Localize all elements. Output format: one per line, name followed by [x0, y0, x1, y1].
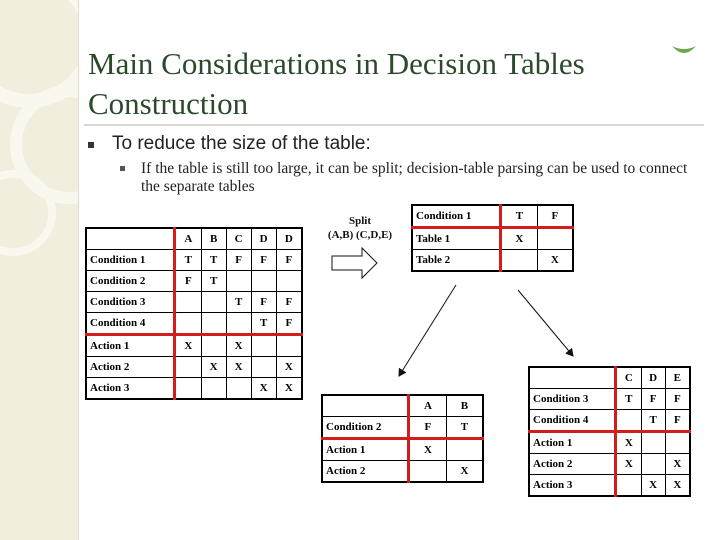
- title-line-2: Construction: [88, 86, 249, 121]
- row-label: Condition 1: [85, 249, 176, 271]
- row-label: Action 2: [528, 453, 617, 475]
- table-cell: X: [640, 474, 666, 497]
- arrow-to-table-cde-icon: [517, 289, 574, 357]
- bullet-text: If the table is still too large, it can …: [141, 160, 688, 195]
- table-cell: X: [664, 474, 691, 497]
- row-label: Condition 1: [411, 204, 502, 229]
- table-cell: F: [408, 416, 447, 440]
- table-cell: [500, 249, 538, 272]
- bullet-square-icon: [120, 166, 125, 171]
- table-cell: [536, 227, 574, 250]
- decorative-sidebar: [0, 0, 79, 540]
- table-cell: X: [408, 438, 447, 461]
- row-label: Action 2: [85, 356, 176, 378]
- table-cell: X: [536, 249, 574, 272]
- row-label: Action 1: [528, 431, 617, 454]
- table-row: Condition 4 T F: [85, 312, 303, 336]
- split-caption: Split (A,B) (C,D,E): [318, 214, 402, 242]
- table-cell: T: [500, 204, 538, 229]
- row-label: Table 2: [411, 249, 502, 272]
- bullet-square-icon: [88, 142, 94, 148]
- table-row: Action 2 X X: [528, 453, 691, 475]
- table-header-row: A B: [321, 394, 484, 417]
- table-cell: [640, 453, 666, 475]
- table-row: Condition 1 T T F F F: [85, 249, 303, 271]
- decorative-ring: [0, 170, 56, 256]
- table-row: Table 1 X: [411, 227, 574, 250]
- table-cell: E: [664, 366, 691, 389]
- sub-table-ab: A B Condition 2 F T Action 1 X Action 2 …: [321, 394, 484, 483]
- row-label: Condition 4: [528, 409, 617, 433]
- table-cell: [250, 356, 277, 378]
- split-arrow-icon: [331, 246, 378, 280]
- table-row: Condition 2 F T: [321, 416, 484, 440]
- table-row: Action 1 X: [321, 438, 484, 461]
- slide-title: Main Considerations in Decision Tables C…: [88, 44, 688, 124]
- split-decision-table: Condition 1 T F Table 1 X Table 2 X: [411, 204, 574, 272]
- table-cell: X: [250, 377, 277, 400]
- table-row: Action 2 X X X: [85, 356, 303, 378]
- table-cell: F: [275, 312, 303, 336]
- table-cell: X: [275, 377, 303, 400]
- table-cell: X: [500, 227, 538, 250]
- arrow-to-table-ab-icon: [398, 284, 457, 377]
- table-cell: D: [275, 227, 303, 250]
- table-cell: X: [615, 453, 642, 475]
- sub-table-cde: C D E Condition 3 T F F Condition 4 T F …: [528, 366, 691, 497]
- table-cell: [225, 312, 252, 336]
- row-label: Table 1: [411, 227, 502, 250]
- row-label: Action 3: [85, 377, 176, 400]
- title-line-1: Main Considerations in Decision Tables: [88, 46, 585, 81]
- row-label: Condition 4: [85, 312, 176, 336]
- table-row: Condition 2 F T: [85, 270, 303, 292]
- split-label: Split: [348, 215, 371, 227]
- table-cell: X: [275, 356, 303, 378]
- table-cell: [615, 409, 642, 433]
- bullet-text: To reduce the size of the table:: [112, 133, 371, 154]
- table-row: Action 2 X: [321, 460, 484, 483]
- table-header-row: C D E: [528, 366, 691, 389]
- title-divider: [84, 124, 704, 126]
- table-cell: [174, 312, 202, 336]
- table-cell: X: [664, 453, 691, 475]
- table-cell: T: [640, 409, 666, 433]
- table-row: Table 2 X: [411, 249, 574, 272]
- table-row: Condition 4 T F: [528, 409, 691, 433]
- table-cell: T: [445, 416, 484, 440]
- row-label: Condition 3: [85, 291, 176, 313]
- row-label: Condition 2: [321, 416, 410, 440]
- table-cell: F: [536, 204, 574, 229]
- row-label: Action 2: [321, 460, 410, 483]
- table-cell: [408, 460, 447, 483]
- table-row: Condition 3 T F F: [85, 291, 303, 313]
- table-cell: [445, 438, 484, 461]
- row-label: Action 3: [528, 474, 617, 497]
- table-row: Action 3 X X: [85, 377, 303, 400]
- table-cell: X: [445, 460, 484, 483]
- table-cell: T: [250, 312, 277, 336]
- table-row: Action 3 X X: [528, 474, 691, 497]
- table-header-row: Condition 1 T F: [411, 204, 574, 229]
- table-row: Condition 3 T F F: [528, 388, 691, 410]
- table-cell: F: [664, 409, 691, 433]
- table-cell: F: [275, 291, 303, 313]
- table-cell: X: [200, 356, 227, 378]
- table-cell: F: [250, 249, 277, 271]
- main-decision-table: A B C D D Condition 1 T T F F F Conditio…: [85, 227, 303, 400]
- leaf-icon: [672, 46, 696, 53]
- row-label: Action 1: [321, 438, 410, 461]
- split-sublabel: (A,B) (C,D,E): [327, 229, 393, 241]
